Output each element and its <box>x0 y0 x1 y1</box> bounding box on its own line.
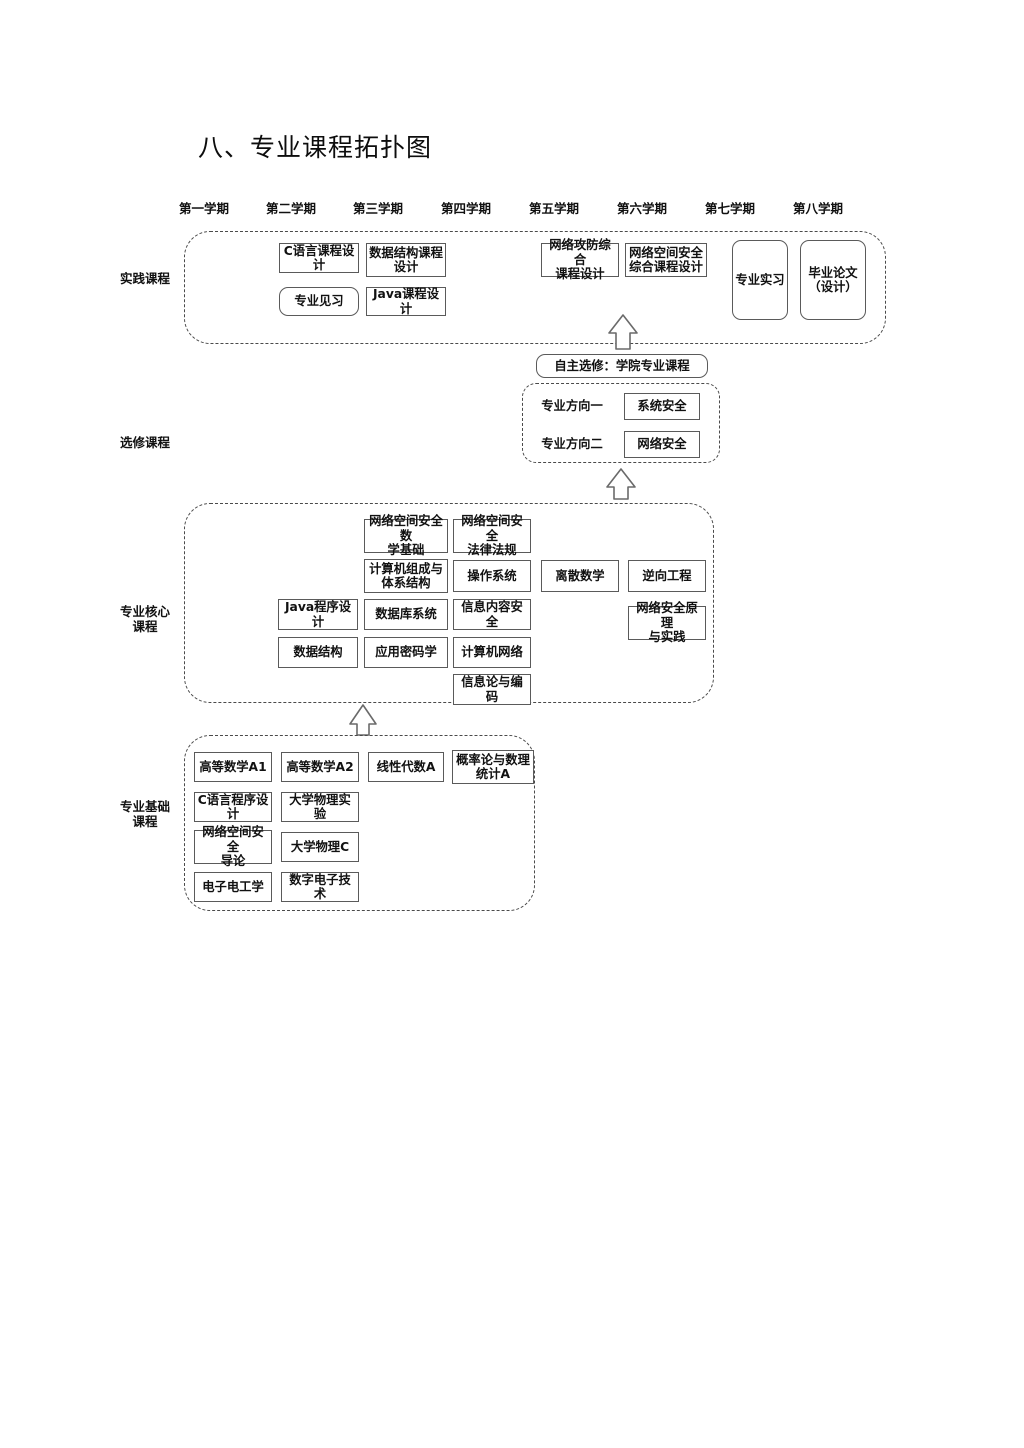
practice-courses-container <box>184 231 886 344</box>
course-box-foundation-2[interactable]: 高等数学A2 <box>281 752 359 782</box>
up-arrow-icon-elective-to-practice <box>608 314 638 350</box>
course-box-practice-1[interactable]: C语言课程设计 <box>279 243 359 273</box>
elective-direction-1-course[interactable]: 系统安全 <box>624 393 700 420</box>
course-box-foundation-7[interactable]: 网络空间安全 导论 <box>194 825 272 868</box>
core-courses-container <box>184 503 714 703</box>
semester-header-2: 第二学期 <box>265 201 316 216</box>
semester-header-4: 第四学期 <box>440 201 491 216</box>
course-box-core-12[interactable]: 应用密码学 <box>364 637 448 668</box>
course-box-practice-java[interactable]: Java课程设计 <box>366 287 446 316</box>
course-box-foundation-1[interactable]: 高等数学A1 <box>194 752 272 782</box>
course-box-practice-observation[interactable]: 专业见习 <box>279 287 359 316</box>
course-box-core-9[interactable]: 信息内容安全 <box>453 599 531 630</box>
course-box-foundation-10[interactable]: 数字电子技术 <box>281 872 359 902</box>
course-box-practice-3[interactable]: 网络攻防综合 课程设计 <box>541 238 619 281</box>
row-label-elective: 选修课程 <box>119 435 170 450</box>
semester-header-3: 第三学期 <box>352 201 403 216</box>
elective-directions-container <box>522 383 720 463</box>
course-box-core-2[interactable]: 网络空间安全 法律法规 <box>453 514 531 557</box>
course-box-core-6[interactable]: 逆向工程 <box>628 560 706 592</box>
course-box-practice-2[interactable]: 数据结构课程 设计 <box>366 243 446 277</box>
elective-direction-2-label: 专业方向二 <box>541 436 603 451</box>
course-box-core-10[interactable]: 网络安全原理 与实践 <box>628 601 706 644</box>
course-box-core-1[interactable]: 网络空间安全数 学基础 <box>364 514 448 557</box>
semester-header-5: 第五学期 <box>528 201 579 216</box>
page-title: 八、专业课程拓扑图 <box>198 133 433 162</box>
row-label-core: 专业核心 课程 <box>119 604 170 634</box>
elective-header-box[interactable]: 自主选修：学院专业课程 <box>536 354 708 378</box>
course-box-foundation-4[interactable]: 概率论与数理 统计A <box>452 750 534 784</box>
row-label-foundation: 专业基础 课程 <box>119 799 170 829</box>
course-box-core-14[interactable]: 信息论与编码 <box>453 674 531 705</box>
course-box-core-5[interactable]: 离散数学 <box>541 560 619 592</box>
course-box-core-4[interactable]: 操作系统 <box>453 560 531 592</box>
course-box-foundation-5[interactable]: C语言程序设计 <box>194 792 272 822</box>
row-label-practice: 实践课程 <box>119 271 170 286</box>
semester-header-8: 第八学期 <box>792 201 843 216</box>
course-box-core-13[interactable]: 计算机网络 <box>453 637 531 668</box>
course-box-foundation-9[interactable]: 电子电工学 <box>194 872 272 902</box>
course-box-foundation-3[interactable]: 线性代数A <box>368 752 444 782</box>
elective-direction-1-label: 专业方向一 <box>541 398 603 413</box>
course-box-core-7[interactable]: Java程序设计 <box>278 599 358 630</box>
up-arrow-icon-core-to-elective <box>606 468 636 500</box>
course-box-core-8[interactable]: 数据库系统 <box>364 599 448 630</box>
course-box-foundation-8[interactable]: 大学物理C <box>281 832 359 862</box>
course-box-practice-internship[interactable]: 专业实习 <box>732 240 788 320</box>
elective-direction-2-course[interactable]: 网络安全 <box>624 431 700 458</box>
up-arrow-icon-foundation-to-core <box>349 704 377 736</box>
semester-header-6: 第六学期 <box>616 201 667 216</box>
course-box-practice-thesis[interactable]: 毕业论文 （设计） <box>800 240 866 320</box>
course-box-foundation-6[interactable]: 大学物理实验 <box>281 792 359 822</box>
course-box-practice-4[interactable]: 网络空间安全 综合课程设计 <box>625 243 707 277</box>
foundation-courses-container <box>184 735 535 911</box>
semester-header-7: 第七学期 <box>704 201 755 216</box>
semester-header-1: 第一学期 <box>178 201 229 216</box>
course-box-core-3[interactable]: 计算机组成与 体系结构 <box>364 559 448 593</box>
course-box-core-11[interactable]: 数据结构 <box>278 637 358 668</box>
